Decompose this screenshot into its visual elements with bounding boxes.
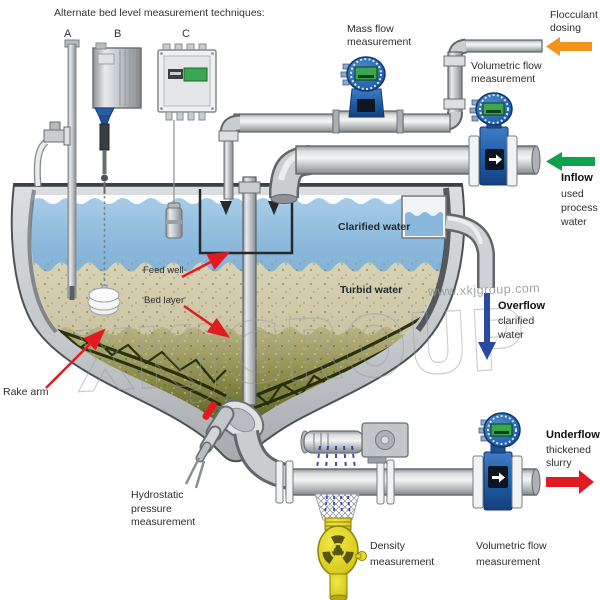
- meter-display: [482, 102, 505, 116]
- sensor-probe: [165, 202, 183, 239]
- inflow-arrow-icon: [546, 152, 595, 171]
- mass-flow-label: Mass flow measurement: [347, 23, 412, 48]
- hydrostatic-label: Hydrostatic pressure measurement: [131, 489, 196, 528]
- volumetric-flow-meter-bottom: [472, 412, 523, 511]
- underflow-desc-label: thickened slurry: [546, 444, 591, 469]
- flocculant-dosing-label: Flocculant dosing: [550, 9, 598, 34]
- overflow-desc-label: clarified water: [498, 315, 535, 341]
- sensor-valve-handle: [202, 401, 217, 420]
- feed-well: [198, 189, 294, 255]
- feed-well-pointer: [181, 251, 231, 279]
- underflow-pipe: [233, 429, 541, 505]
- overflow-arrow-icon: [478, 293, 496, 360]
- weir-box: [401, 195, 447, 239]
- meter-display: [490, 423, 513, 437]
- radiation-detector: [300, 422, 409, 464]
- device-a-float-gauge: [33, 39, 80, 300]
- volumetric-flow-bottom-label: Volumetric flow measurement: [476, 540, 547, 568]
- float: [87, 284, 121, 316]
- controller-display: [183, 67, 208, 82]
- feed-well-label: Feed well: [143, 265, 184, 276]
- turbid-water-label: Turbid water: [340, 284, 403, 296]
- technique-b-label: B: [114, 28, 122, 40]
- watermark-brand: XKJGROUP: [73, 290, 528, 411]
- inflow-desc-label: used process water: [561, 188, 598, 228]
- overflow-pipe: [444, 213, 495, 288]
- underflow-arrow-icon: [546, 470, 594, 494]
- radiation-source: [317, 525, 367, 577]
- radiation-beam: [316, 445, 356, 469]
- clarifier-tank: [10, 183, 466, 463]
- volumetric-flow-meter-top: [468, 92, 518, 187]
- device-b-ultrasonic: [87, 42, 142, 316]
- meter-display: [354, 66, 378, 81]
- leader-arrows: [45, 251, 231, 389]
- clarified-water-label: Clarified water: [338, 221, 411, 233]
- volumetric-flow-top-label: Volumetric flow measurement: [471, 60, 542, 85]
- device-c-controller: [157, 43, 217, 239]
- density-label: Density measurement: [370, 540, 435, 568]
- mass-flow-meter: [332, 56, 404, 134]
- hydrostatic-sensor: [184, 401, 235, 489]
- diagram-title: Alternate bed level measurement techniqu…: [54, 7, 265, 19]
- flocculant-arrow-icon: [546, 37, 592, 56]
- rake-arm-pointer: [45, 328, 106, 389]
- technique-c-label: C: [182, 28, 190, 40]
- rake-arm-label: Rake arm: [3, 386, 49, 398]
- bed-layer-label: Bed layer: [144, 295, 185, 306]
- bed-layer-pointer: [183, 304, 231, 338]
- density-gauge: [314, 493, 367, 600]
- inflow-label: Inflow: [561, 172, 593, 184]
- technique-a-label: A: [64, 28, 72, 40]
- overflow-label: Overflow: [498, 300, 546, 312]
- underflow-label: Underflow: [546, 429, 600, 441]
